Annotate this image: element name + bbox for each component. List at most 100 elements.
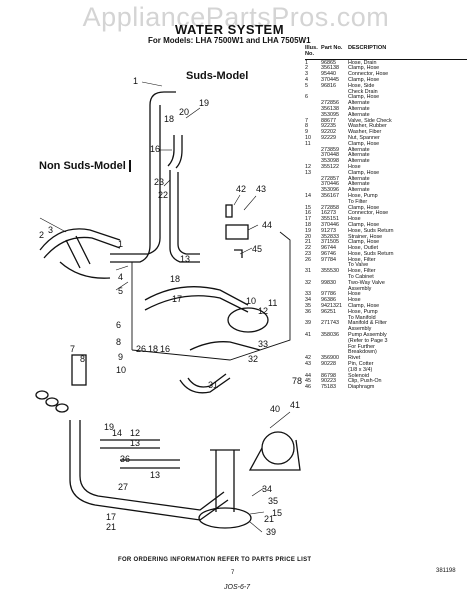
description-cell: Washer, Rubber <box>348 123 387 130</box>
callout-18-top: 18 <box>164 114 174 124</box>
description-cell: Check Drain <box>348 88 378 95</box>
callout-18-low: 18 <box>148 344 158 354</box>
illus-cell: 32 <box>305 279 311 286</box>
illus-cell: 3 <box>305 71 308 78</box>
illus-cell: 4 <box>305 76 308 83</box>
description-cell: Strainer, Hose <box>348 233 383 240</box>
illus-cell: 15 <box>305 204 311 211</box>
description-cell: To Filter <box>348 198 368 205</box>
part-cell: 356138 <box>321 105 339 112</box>
description-cell: Hose, Suds Return <box>348 227 394 234</box>
callout-35: 35 <box>268 496 278 506</box>
table-row: Check Drain <box>305 88 467 96</box>
callout-43: 43 <box>256 184 266 194</box>
manifold-stem <box>215 450 235 512</box>
table-row: 13 Clamp, Hose <box>305 169 467 177</box>
callout-7: 7 <box>70 344 75 354</box>
part-cell: 370448 <box>321 152 339 159</box>
hose-13 <box>120 459 180 469</box>
callout-6: 6 <box>116 320 121 330</box>
illus-cell: 5 <box>305 82 308 89</box>
hose-31 <box>179 377 231 394</box>
callout-12-low: 12 <box>130 428 140 438</box>
part-cell: 355122 <box>321 163 339 170</box>
header-description: DESCRIPTION <box>348 45 387 51</box>
description-cell: Alternate <box>348 105 370 112</box>
illus-cell: 10 <box>305 134 311 141</box>
callout-20: 20 <box>179 107 189 117</box>
table-row: (1/8 x 3/4) <box>305 366 467 374</box>
callout-32: 32 <box>248 354 258 364</box>
non-suds-drain-hose <box>39 228 121 251</box>
callout-8-left: 8 <box>80 354 85 364</box>
description-cell: Valve, Side Check <box>348 117 392 124</box>
side-check-valve <box>71 354 87 386</box>
illus-cell: 31 <box>305 268 311 275</box>
description-cell: Clamp, Hose <box>348 169 380 176</box>
callout-27: 27 <box>118 482 128 492</box>
illus-cell: 9 <box>305 129 308 136</box>
callout-36: 36 <box>120 454 130 464</box>
description-cell: Hose <box>348 291 361 298</box>
part-cell: 356138 <box>321 65 339 72</box>
suds-outlet-hose <box>169 170 200 263</box>
part-cell: 90228 <box>321 361 336 368</box>
non-suds-clamp-assembly <box>65 235 91 269</box>
valve-hose-33 <box>189 341 261 351</box>
table-row: Assembly <box>305 286 467 293</box>
description-cell: Alternate <box>348 152 370 159</box>
description-cell: Diaphragm <box>348 384 375 391</box>
callout-1-mid: 1 <box>118 239 123 249</box>
part-cell: 96251 <box>321 308 336 315</box>
illus-cell: 39 <box>305 320 311 327</box>
spanner-nut <box>55 403 69 413</box>
illus-cell: 6 <box>305 94 308 101</box>
illus-cell: 23 <box>305 250 311 257</box>
pump-hose-lower-inner <box>79 420 225 511</box>
description-cell: Hose, Drain <box>348 59 377 66</box>
part-cell: 91273 <box>321 227 336 234</box>
washer-fiber <box>45 397 59 407</box>
illus-cell: 13 <box>305 169 311 176</box>
description-cell: (1/8 x 3/4) <box>348 366 373 373</box>
cabinet-outline <box>131 231 291 361</box>
non-suds-drain-hose-2 <box>43 236 121 259</box>
pump-housing <box>248 439 301 471</box>
callout-34: 34 <box>262 484 272 494</box>
illus-cell: 12 <box>305 163 311 170</box>
description-cell: Alternate <box>348 100 370 107</box>
filter-manifold <box>227 307 269 333</box>
part-cell: 370445 <box>321 76 339 83</box>
callout-23: 23 <box>154 177 164 187</box>
description-cell: Alternate <box>348 181 370 188</box>
part-cell: 75183 <box>321 384 336 391</box>
callout-31: 31 <box>208 380 218 390</box>
description-cell: Hose, Pump <box>348 308 378 315</box>
callout-17-low: 17 <box>106 512 116 522</box>
description-cell: Alternate <box>348 175 370 182</box>
description-cell: Clamp, Hose <box>348 303 380 310</box>
illus-cell: 8 <box>305 123 308 130</box>
illus-cell: 20 <box>305 233 311 240</box>
part-cell: 97786 <box>321 291 336 298</box>
callout-19: 19 <box>199 98 209 108</box>
description-cell: Breakdown) <box>348 349 377 356</box>
